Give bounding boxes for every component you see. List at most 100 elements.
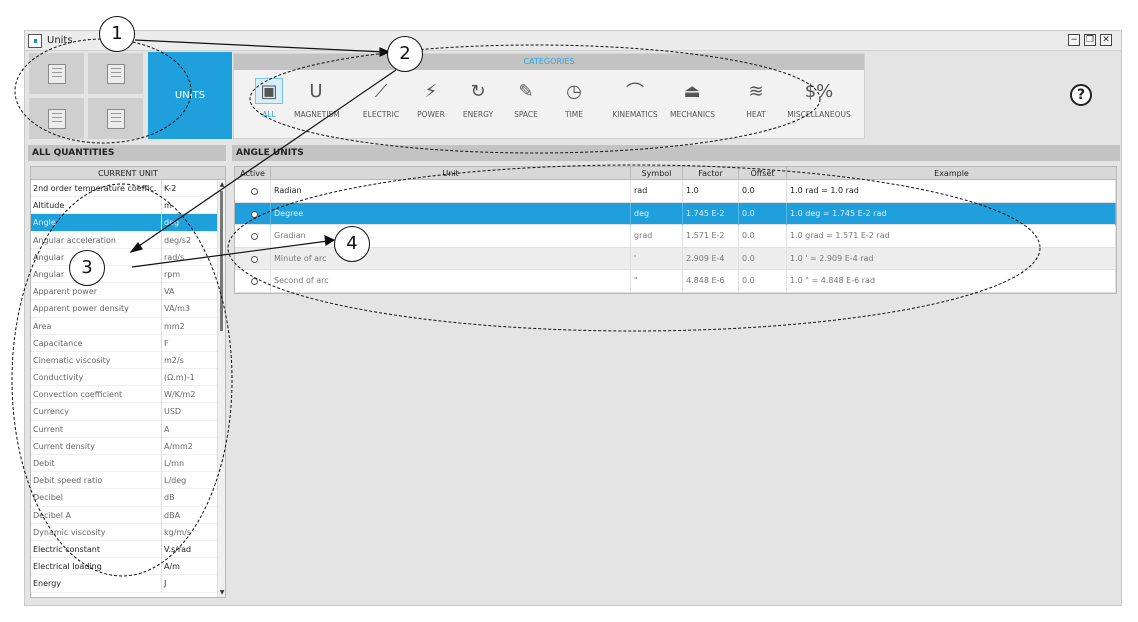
category-mechanics[interactable]: ⏏MECHANICS — [670, 78, 715, 128]
callout-2: 2 — [387, 36, 423, 72]
category-energy[interactable]: ↻ENERGY — [456, 78, 500, 128]
category-power[interactable]: ⚡POWER — [409, 78, 453, 128]
quantity-unit: mm2 — [161, 317, 216, 335]
quantity-unit: rpm — [161, 265, 216, 283]
active-radio[interactable] — [251, 210, 258, 218]
col-factor[interactable]: Factor — [683, 167, 739, 180]
callout-4: 4 — [334, 226, 370, 262]
col-symbol[interactable]: Symbol — [631, 167, 683, 180]
category-space[interactable]: ✎SPACE — [504, 78, 548, 128]
unit-symbol: deg — [631, 202, 683, 225]
unit-name: Second of arc — [271, 270, 631, 293]
category-miscellaneous[interactable]: $%MISCELLANEOUS — [786, 78, 852, 128]
units-tab[interactable]: UNITS — [148, 52, 232, 139]
money-bag-icon: $% — [804, 80, 834, 102]
unit-symbol: ' — [631, 247, 683, 270]
quantity-name: Capacitance — [33, 338, 83, 348]
quantity-row[interactable]: 2nd order temperature coeffic...K-2 — [31, 180, 225, 198]
unit-offset: 0.0 — [739, 270, 787, 293]
active-radio[interactable] — [251, 233, 258, 241]
category-label: HEAT — [746, 110, 766, 119]
quantity-row[interactable]: Decibel dB — [31, 489, 225, 507]
stopwatch-icon: ◷ — [566, 80, 582, 102]
unit-offset: 0.0 — [739, 202, 787, 225]
category-label: MAGNETISM — [294, 110, 340, 119]
current-unit-header: CURRENT UNIT — [31, 167, 225, 180]
active-radio[interactable] — [251, 255, 258, 263]
unit-factor: 1.745 E-2 — [683, 202, 739, 225]
unit-example: 1.0 ' = 2.909 E-4 rad — [787, 247, 1116, 270]
active-cell — [235, 225, 271, 248]
space-icon: ✎ — [518, 80, 534, 102]
quantity-unit: m — [161, 197, 216, 215]
quantity-row[interactable]: Conductivity(Ω.m)-1 — [31, 369, 225, 387]
title-bar: Units − ❐ ✕ — [25, 31, 1121, 51]
scroll-up-icon[interactable]: ▲ — [219, 181, 225, 188]
category-kinematics[interactable]: ⌒KINEMATICS — [602, 78, 668, 128]
category-time[interactable]: ◷ TIME — [552, 78, 596, 128]
quantity-unit: F — [161, 334, 216, 352]
col-offset[interactable]: Offset — [739, 167, 787, 180]
quantity-unit: (Ω.m)-1 — [161, 369, 216, 387]
minimize-button[interactable]: − — [1068, 34, 1080, 46]
quantity-unit: kg/m/s — [161, 523, 216, 541]
category-heat[interactable]: ≋HEAT — [734, 78, 778, 128]
close-button[interactable]: ✕ — [1100, 34, 1112, 46]
active-cell — [235, 270, 271, 293]
quantity-name: Debit — [33, 459, 55, 468]
category-label: TIME — [564, 110, 583, 119]
category-all[interactable]: ▣ALL — [247, 78, 291, 128]
quantity-name: Decibel — [33, 493, 63, 503]
tile-units-right[interactable] — [87, 52, 144, 95]
quantity-unit: A — [161, 420, 216, 438]
tile-units-import[interactable] — [28, 97, 85, 140]
scroll-down-icon[interactable]: ▼ — [219, 589, 225, 596]
unit-offset: 0.0 — [739, 225, 787, 248]
active-radio[interactable] — [251, 188, 258, 195]
col-example[interactable]: Example — [934, 169, 969, 178]
active-radio[interactable] — [251, 278, 258, 286]
col-unit[interactable]: Unit — [271, 167, 631, 180]
all-units-icon: ▣ — [255, 78, 283, 104]
quantity-row[interactable]: Capacitance F — [31, 334, 225, 352]
col-active[interactable]: Active — [235, 167, 271, 180]
units-table-header: Active Unit Symbol Factor Offset Example — [235, 167, 1116, 180]
restore-button[interactable]: ❐ — [1084, 34, 1096, 46]
tile-units-left[interactable] — [28, 52, 85, 95]
category-electric[interactable]: ⟋ELECTRIC — [359, 78, 403, 128]
plug-icon: ⚡ — [424, 80, 438, 102]
quantity-unit: W/K/m2 — [161, 386, 216, 404]
quantity-unit: dB — [161, 489, 216, 507]
scroll-thumb[interactable] — [220, 191, 223, 331]
app-icon — [28, 34, 42, 48]
unit-name: Degree — [271, 202, 631, 225]
quantity-unit: A/m — [161, 558, 216, 576]
quantities-scrollbar[interactable]: ▲ ▼ — [217, 181, 225, 597]
help-icon[interactable]: ? — [1070, 84, 1092, 106]
tile-save[interactable] — [87, 97, 144, 140]
